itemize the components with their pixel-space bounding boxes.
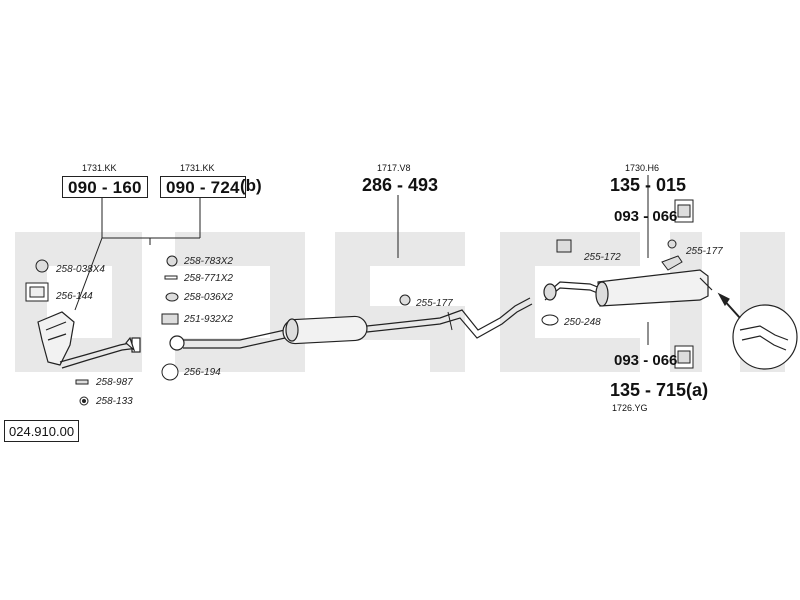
part-label: 258-771X2 — [184, 273, 233, 284]
code-label: 1731.KK — [82, 163, 117, 173]
part-label: 255-172 — [584, 252, 621, 263]
part-label: 258-036X2 — [184, 292, 233, 303]
part-number[interactable]: 093 - 066 — [614, 352, 678, 369]
part-number-text: 090 - 724 — [166, 178, 240, 197]
code-label: 1726.YG — [612, 403, 648, 413]
part-label: 250-248 — [564, 317, 601, 328]
part-number[interactable]: 093 - 066 — [614, 208, 678, 225]
part-number[interactable]: 135 - 015 — [610, 175, 687, 195]
rubber-mount-icon — [35, 259, 49, 273]
front-pipe — [169, 329, 286, 351]
code-label: 1730.H6 — [625, 163, 660, 173]
catalytic-converter — [37, 311, 141, 369]
part-label: 258-783X2 — [184, 256, 233, 267]
part-label: 258-133 — [96, 396, 133, 407]
part-number[interactable]: 286 - 493 — [362, 175, 439, 195]
code-label: 1731.KK — [180, 163, 215, 173]
part-suffix: (b) — [240, 176, 262, 195]
middle-muffler — [282, 297, 533, 345]
part-label: 255-177 — [416, 298, 453, 309]
part-label: 256-144 — [56, 291, 93, 302]
part-label: 251-932X2 — [184, 314, 233, 325]
part-label: 258-987 — [96, 377, 133, 388]
part-number-box[interactable]: 090 - 160 — [62, 176, 148, 198]
rear-muffler — [543, 269, 713, 307]
part-label: 258-038X4 — [56, 264, 105, 275]
part-label: 255-177 — [686, 246, 723, 257]
part-number[interactable]: 135 - 715(a) — [610, 380, 709, 400]
code-label: 1717.V8 — [377, 163, 411, 173]
part-number-box[interactable]: 090 - 724 — [160, 176, 246, 198]
tailpipe-detail — [717, 292, 798, 370]
part-label: 256-194 — [184, 367, 221, 378]
diagram-reference: 024.910.00 — [4, 420, 80, 442]
